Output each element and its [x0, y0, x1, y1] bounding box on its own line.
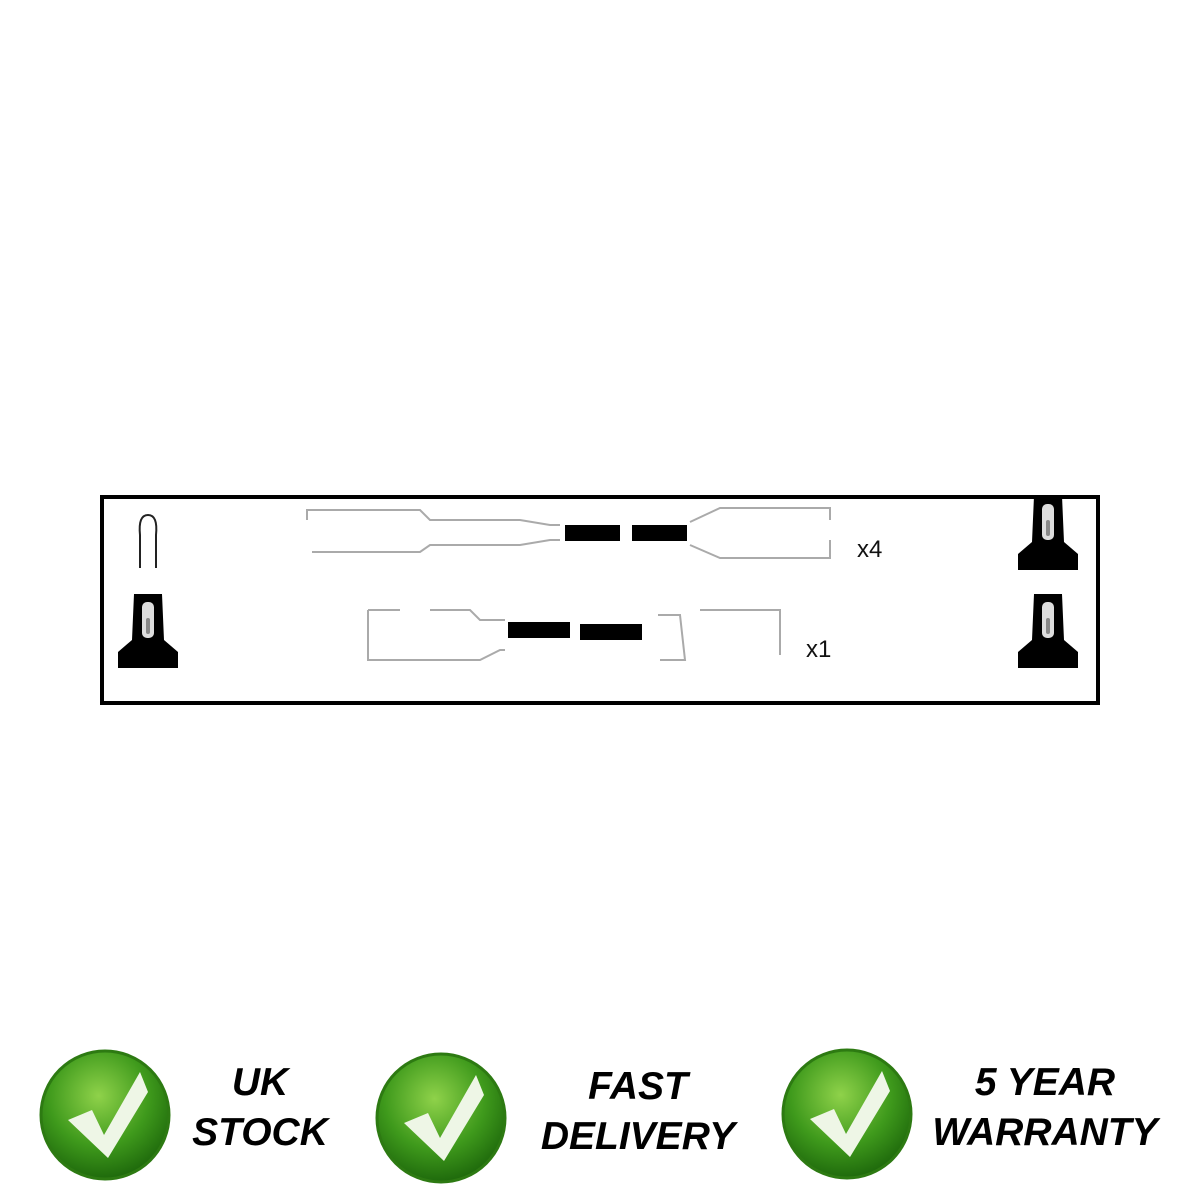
- badge-line: FAST: [588, 1065, 688, 1108]
- badge-line: UK: [231, 1061, 289, 1104]
- check-badge-icon: [39, 1049, 171, 1181]
- badge-line: STOCK: [192, 1111, 328, 1154]
- quantity-label: x1: [806, 636, 832, 663]
- badge-line: DELIVERY: [540, 1115, 736, 1158]
- cable-segment: [632, 525, 687, 541]
- check-badge-icon: [781, 1048, 913, 1180]
- badge-text-fast-delivery: FAST DELIVERY: [508, 1062, 768, 1162]
- quantity-label: x4: [857, 536, 883, 563]
- coil-boot-icon: [1018, 594, 1078, 668]
- spark-plug-terminal: [138, 513, 158, 568]
- coil-boot-icon: [1018, 496, 1078, 570]
- coil-boot-icon: [118, 594, 178, 668]
- diagram-frame: [100, 495, 1100, 705]
- badge-line: WARRANTY: [932, 1111, 1158, 1154]
- cable-segment: [580, 624, 642, 640]
- lead-row-1: [306, 507, 831, 559]
- badge-line: 5 YEAR: [974, 1061, 1116, 1104]
- badge-text-uk-stock: UK STOCK: [130, 1058, 390, 1158]
- cable-segment: [508, 622, 570, 638]
- check-badge-icon: [375, 1052, 507, 1184]
- cable-segment: [565, 525, 620, 541]
- lead-row-2: [367, 609, 781, 661]
- badge-text-warranty: 5 YEAR WARRANTY: [915, 1058, 1175, 1158]
